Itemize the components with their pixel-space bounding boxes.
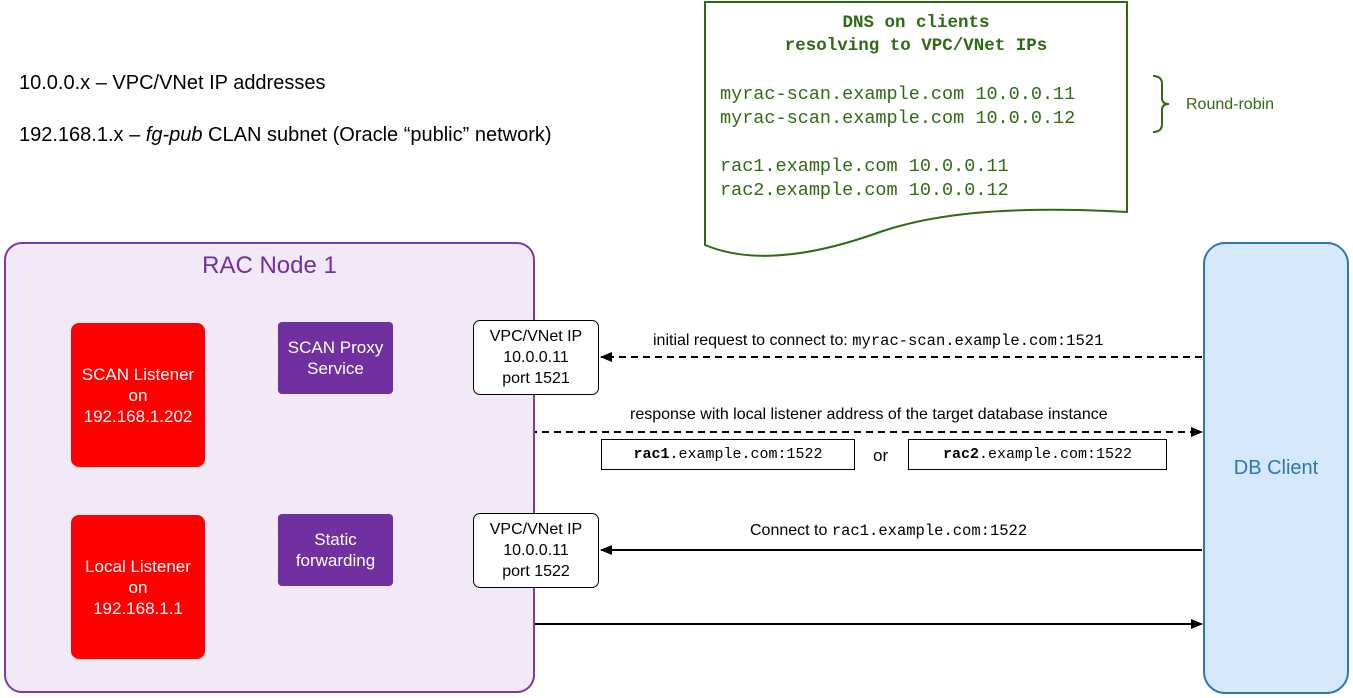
- legend-clan-prefix: 192.168.1.x –: [19, 124, 146, 146]
- rac1-domain: .example.com:1522: [669, 446, 823, 463]
- dns-record: myrac-scan.example.com 10.0.0.11: [720, 84, 1076, 105]
- dns-record: rac2.example.com 10.0.0.12: [720, 180, 1009, 201]
- dns-document-shape: [704, 1, 1128, 257]
- connect-target: rac1.example.com:1522: [831, 522, 1028, 540]
- scan-proxy-line1: SCAN Proxy: [287, 338, 384, 357]
- local-listener-line1: Local Listener: [85, 556, 191, 576]
- connect-label: Connect to rac1.example.com:1522: [750, 522, 1027, 540]
- initial-request-target: myrac-scan.example.com:1521: [852, 332, 1104, 350]
- vpc-1522-line2: 10.0.0.11: [503, 542, 569, 559]
- scan-listener-line3: 192.168.1.202: [83, 406, 193, 426]
- or-label: or: [873, 446, 889, 465]
- local-listener-line2: on: [128, 577, 148, 597]
- legend-clan-italic: fg-pub: [145, 124, 203, 146]
- vpc-1522-line1: VPC/VNet IP: [489, 521, 583, 538]
- local-listener-box: Local Listener on 192.168.1.1: [71, 515, 205, 659]
- db-client-box: DB Client: [1203, 242, 1349, 694]
- response-option-rac1: rac1.example.com:1522: [601, 439, 855, 470]
- scan-listener-box: SCAN Listener on 192.168.1.202: [71, 323, 205, 467]
- legend-vpc-line: 10.0.0.x – VPC/VNet IP addresses: [19, 72, 325, 95]
- vpc-1521-line1: VPC/VNet IP: [489, 328, 583, 345]
- scan-listener-line1: SCAN Listener: [81, 364, 195, 384]
- static-forwarding-line1: Static: [314, 530, 357, 549]
- scan-proxy-line2: Service: [307, 359, 364, 378]
- dns-title-line1: DNS on clients: [842, 13, 990, 33]
- rac-node-title: RAC Node 1: [202, 252, 337, 279]
- vpc-1521-line2: 10.0.0.11: [503, 349, 569, 366]
- legend-vpc-text: 10.0.0.x – VPC/VNet IP addresses: [19, 72, 326, 94]
- response-option-rac2: rac2.example.com:1522: [908, 439, 1167, 470]
- scan-proxy-box: SCAN Proxy Service: [278, 322, 393, 394]
- scan-listener-line2: on: [128, 385, 148, 405]
- legend-clan-line: 192.168.1.x – fg-pub CLAN subnet (Oracle…: [19, 124, 552, 147]
- initial-request-text: initial request to connect to:: [653, 332, 853, 349]
- rac2-host-bold: rac2: [942, 446, 979, 463]
- legend-clan-suffix: CLAN subnet (Oracle “public” network): [202, 124, 552, 146]
- db-client-label: DB Client: [1233, 456, 1319, 479]
- connect-text: Connect to: [750, 522, 832, 539]
- dns-record: myrac-scan.example.com 10.0.0.12: [720, 108, 1076, 129]
- response-label: response with local listener address of …: [630, 406, 1108, 423]
- dns-record: rac1.example.com 10.0.0.11: [720, 156, 1009, 177]
- round-robin-label: Round-robin: [1186, 96, 1275, 113]
- round-robin-brace: [1152, 75, 1170, 133]
- vpc-ip-1521-box: VPC/VNet IP 10.0.0.11 port 1521: [473, 320, 599, 395]
- rac1-host-bold: rac1: [633, 446, 670, 463]
- initial-request-label: initial request to connect to: myrac-sca…: [653, 332, 1103, 350]
- vpc-ip-1522-box: VPC/VNet IP 10.0.0.11 port 1522: [473, 513, 599, 588]
- dns-title: DNS on clients resolving to VPC/VNet IPs: [706, 12, 1126, 58]
- dns-title-line2: resolving to VPC/VNet IPs: [784, 36, 1048, 56]
- local-listener-line3: 192.168.1.1: [93, 598, 183, 618]
- vpc-1522-line3: port 1522: [502, 563, 570, 580]
- static-forwarding-line2: forwarding: [295, 551, 376, 570]
- rac2-domain: .example.com:1522: [978, 446, 1133, 463]
- static-forwarding-box: Static forwarding: [278, 514, 393, 586]
- vpc-1521-line3: port 1521: [502, 370, 570, 387]
